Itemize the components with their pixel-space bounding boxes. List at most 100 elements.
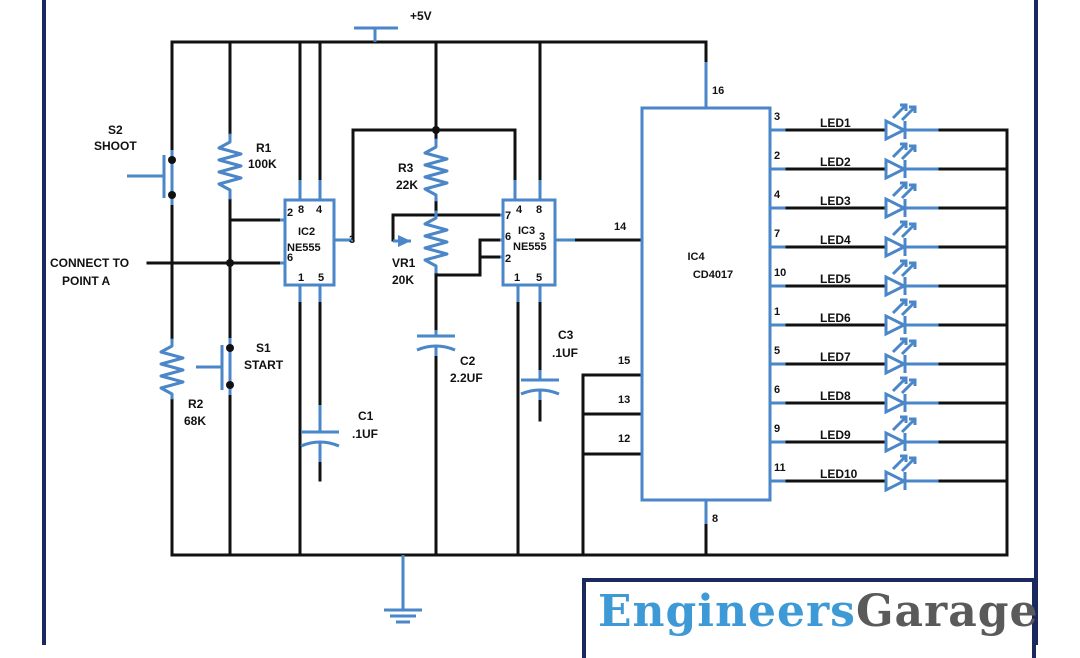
led-arrow-icon bbox=[891, 181, 908, 198]
ic4-output-pin: 7 bbox=[774, 228, 780, 240]
led-arrow-icon bbox=[900, 261, 917, 278]
led-arrow-icon bbox=[900, 417, 917, 434]
led-label: LED3 bbox=[820, 194, 851, 208]
led-diode-icon bbox=[884, 469, 908, 493]
led-arrow-icon bbox=[891, 454, 908, 471]
vr1-ref: VR1 bbox=[392, 256, 416, 270]
led-row: 5 LED7 bbox=[770, 337, 1009, 376]
ic2-chip bbox=[280, 180, 353, 302]
r3-ref: R3 bbox=[398, 161, 414, 175]
r2-ref: R2 bbox=[188, 397, 204, 411]
switch-s2 bbox=[127, 150, 176, 205]
led-arrow-icon bbox=[891, 337, 908, 354]
led-label: LED10 bbox=[820, 467, 858, 481]
led-arrow-icon bbox=[900, 378, 917, 395]
connect-label-line2: POINT A bbox=[62, 274, 111, 288]
led-label: LED6 bbox=[820, 311, 851, 325]
ic3-pin4: 4 bbox=[516, 204, 523, 216]
brand-logo: EngineersGarage bbox=[598, 586, 1039, 637]
r2-value: 68K bbox=[184, 414, 206, 428]
led-label: LED1 bbox=[820, 116, 851, 130]
led-diode-icon bbox=[884, 391, 908, 415]
ic2-pin3: 3 bbox=[349, 234, 355, 246]
led-diode-icon bbox=[884, 157, 908, 181]
ic4-output-pin: 9 bbox=[774, 423, 780, 435]
led-arrow-icon bbox=[900, 222, 917, 239]
led-diode-icon bbox=[884, 352, 908, 376]
ic3-chip bbox=[500, 180, 575, 302]
ic2-pin5: 5 bbox=[318, 272, 324, 284]
led-arrow-icon bbox=[900, 456, 917, 473]
led-arrow-icon bbox=[891, 298, 908, 315]
potentiometer-vr1 bbox=[393, 210, 449, 274]
led-diode-icon bbox=[884, 430, 908, 454]
led-arrow-icon bbox=[900, 183, 917, 200]
led-row: 10 LED5 bbox=[770, 259, 1009, 298]
ic2-ref: IC2 bbox=[298, 226, 315, 238]
ic2-pin2: 2 bbox=[287, 207, 293, 219]
ic3-pin3: 3 bbox=[539, 231, 545, 243]
led-label: LED9 bbox=[820, 428, 851, 442]
led-arrow-icon bbox=[900, 339, 917, 356]
switch-s1 bbox=[196, 338, 234, 395]
ic4-output-pin: 10 bbox=[774, 267, 786, 279]
supply-label: +5V bbox=[410, 9, 432, 23]
ic4-pin8: 8 bbox=[712, 513, 718, 525]
led-row: 7 LED4 bbox=[770, 220, 1009, 259]
led-label: LED5 bbox=[820, 272, 851, 286]
connect-label-line1: CONNECT TO bbox=[50, 256, 129, 270]
ic4-part: CD4017 bbox=[693, 269, 733, 281]
s1-name: START bbox=[244, 358, 284, 372]
ic3-pin6: 6 bbox=[505, 231, 511, 243]
ic3-pin5: 5 bbox=[536, 272, 542, 284]
led-diode-icon bbox=[884, 235, 908, 259]
led-row: 4 LED3 bbox=[770, 181, 1009, 220]
ic4-output-pin: 2 bbox=[774, 150, 780, 162]
ic4-output-pin: 4 bbox=[774, 189, 781, 201]
ic4-output-pin: 5 bbox=[774, 345, 780, 357]
s2-ref: S2 bbox=[108, 123, 123, 137]
led-diode-icon bbox=[884, 196, 908, 220]
led-diode-icon bbox=[884, 313, 908, 337]
led-arrow-icon bbox=[891, 142, 908, 159]
r3-value: 22K bbox=[396, 178, 418, 192]
led-row: 3 LED1 bbox=[770, 103, 1009, 142]
led-diode-icon bbox=[884, 118, 908, 142]
led-label: LED4 bbox=[820, 233, 851, 247]
ic4-output-pin: 3 bbox=[774, 111, 780, 123]
led-label: LED2 bbox=[820, 155, 851, 169]
r1-ref: R1 bbox=[256, 141, 272, 155]
led-label: LED7 bbox=[820, 350, 851, 364]
ic4-pin15: 15 bbox=[618, 355, 630, 367]
resistor-r3 bbox=[423, 138, 449, 202]
ic2-part: NE555 bbox=[287, 242, 321, 254]
ic3-pin7: 7 bbox=[505, 210, 511, 222]
ic4-chip bbox=[640, 62, 772, 524]
ic2-pin4: 4 bbox=[316, 204, 323, 216]
ic2-pin6: 6 bbox=[287, 252, 293, 264]
led-arrow-icon bbox=[891, 103, 908, 120]
resistor-r2 bbox=[159, 338, 185, 400]
logo-part1: Engineers bbox=[598, 586, 856, 637]
led-arrow-icon bbox=[900, 144, 917, 161]
led-arrow-icon bbox=[891, 415, 908, 432]
c2-ref: C2 bbox=[460, 354, 476, 368]
ic3-ref: IC3 bbox=[518, 225, 535, 237]
ic2-pin1: 1 bbox=[298, 272, 304, 284]
resistor-r1 bbox=[217, 133, 243, 200]
ic4-ref: IC4 bbox=[687, 251, 705, 263]
s2-name: SHOOT bbox=[94, 139, 137, 153]
r1-value: 100K bbox=[248, 157, 277, 171]
led-row: 9 LED9 bbox=[770, 415, 1009, 454]
c1-value: .1UF bbox=[352, 427, 378, 441]
c3-value: .1UF bbox=[552, 346, 578, 360]
logo-part2: Garage bbox=[855, 586, 1039, 637]
junction-dot bbox=[226, 259, 234, 267]
ic3-pin2: 2 bbox=[505, 253, 511, 265]
capacitor-c3 bbox=[520, 370, 560, 400]
